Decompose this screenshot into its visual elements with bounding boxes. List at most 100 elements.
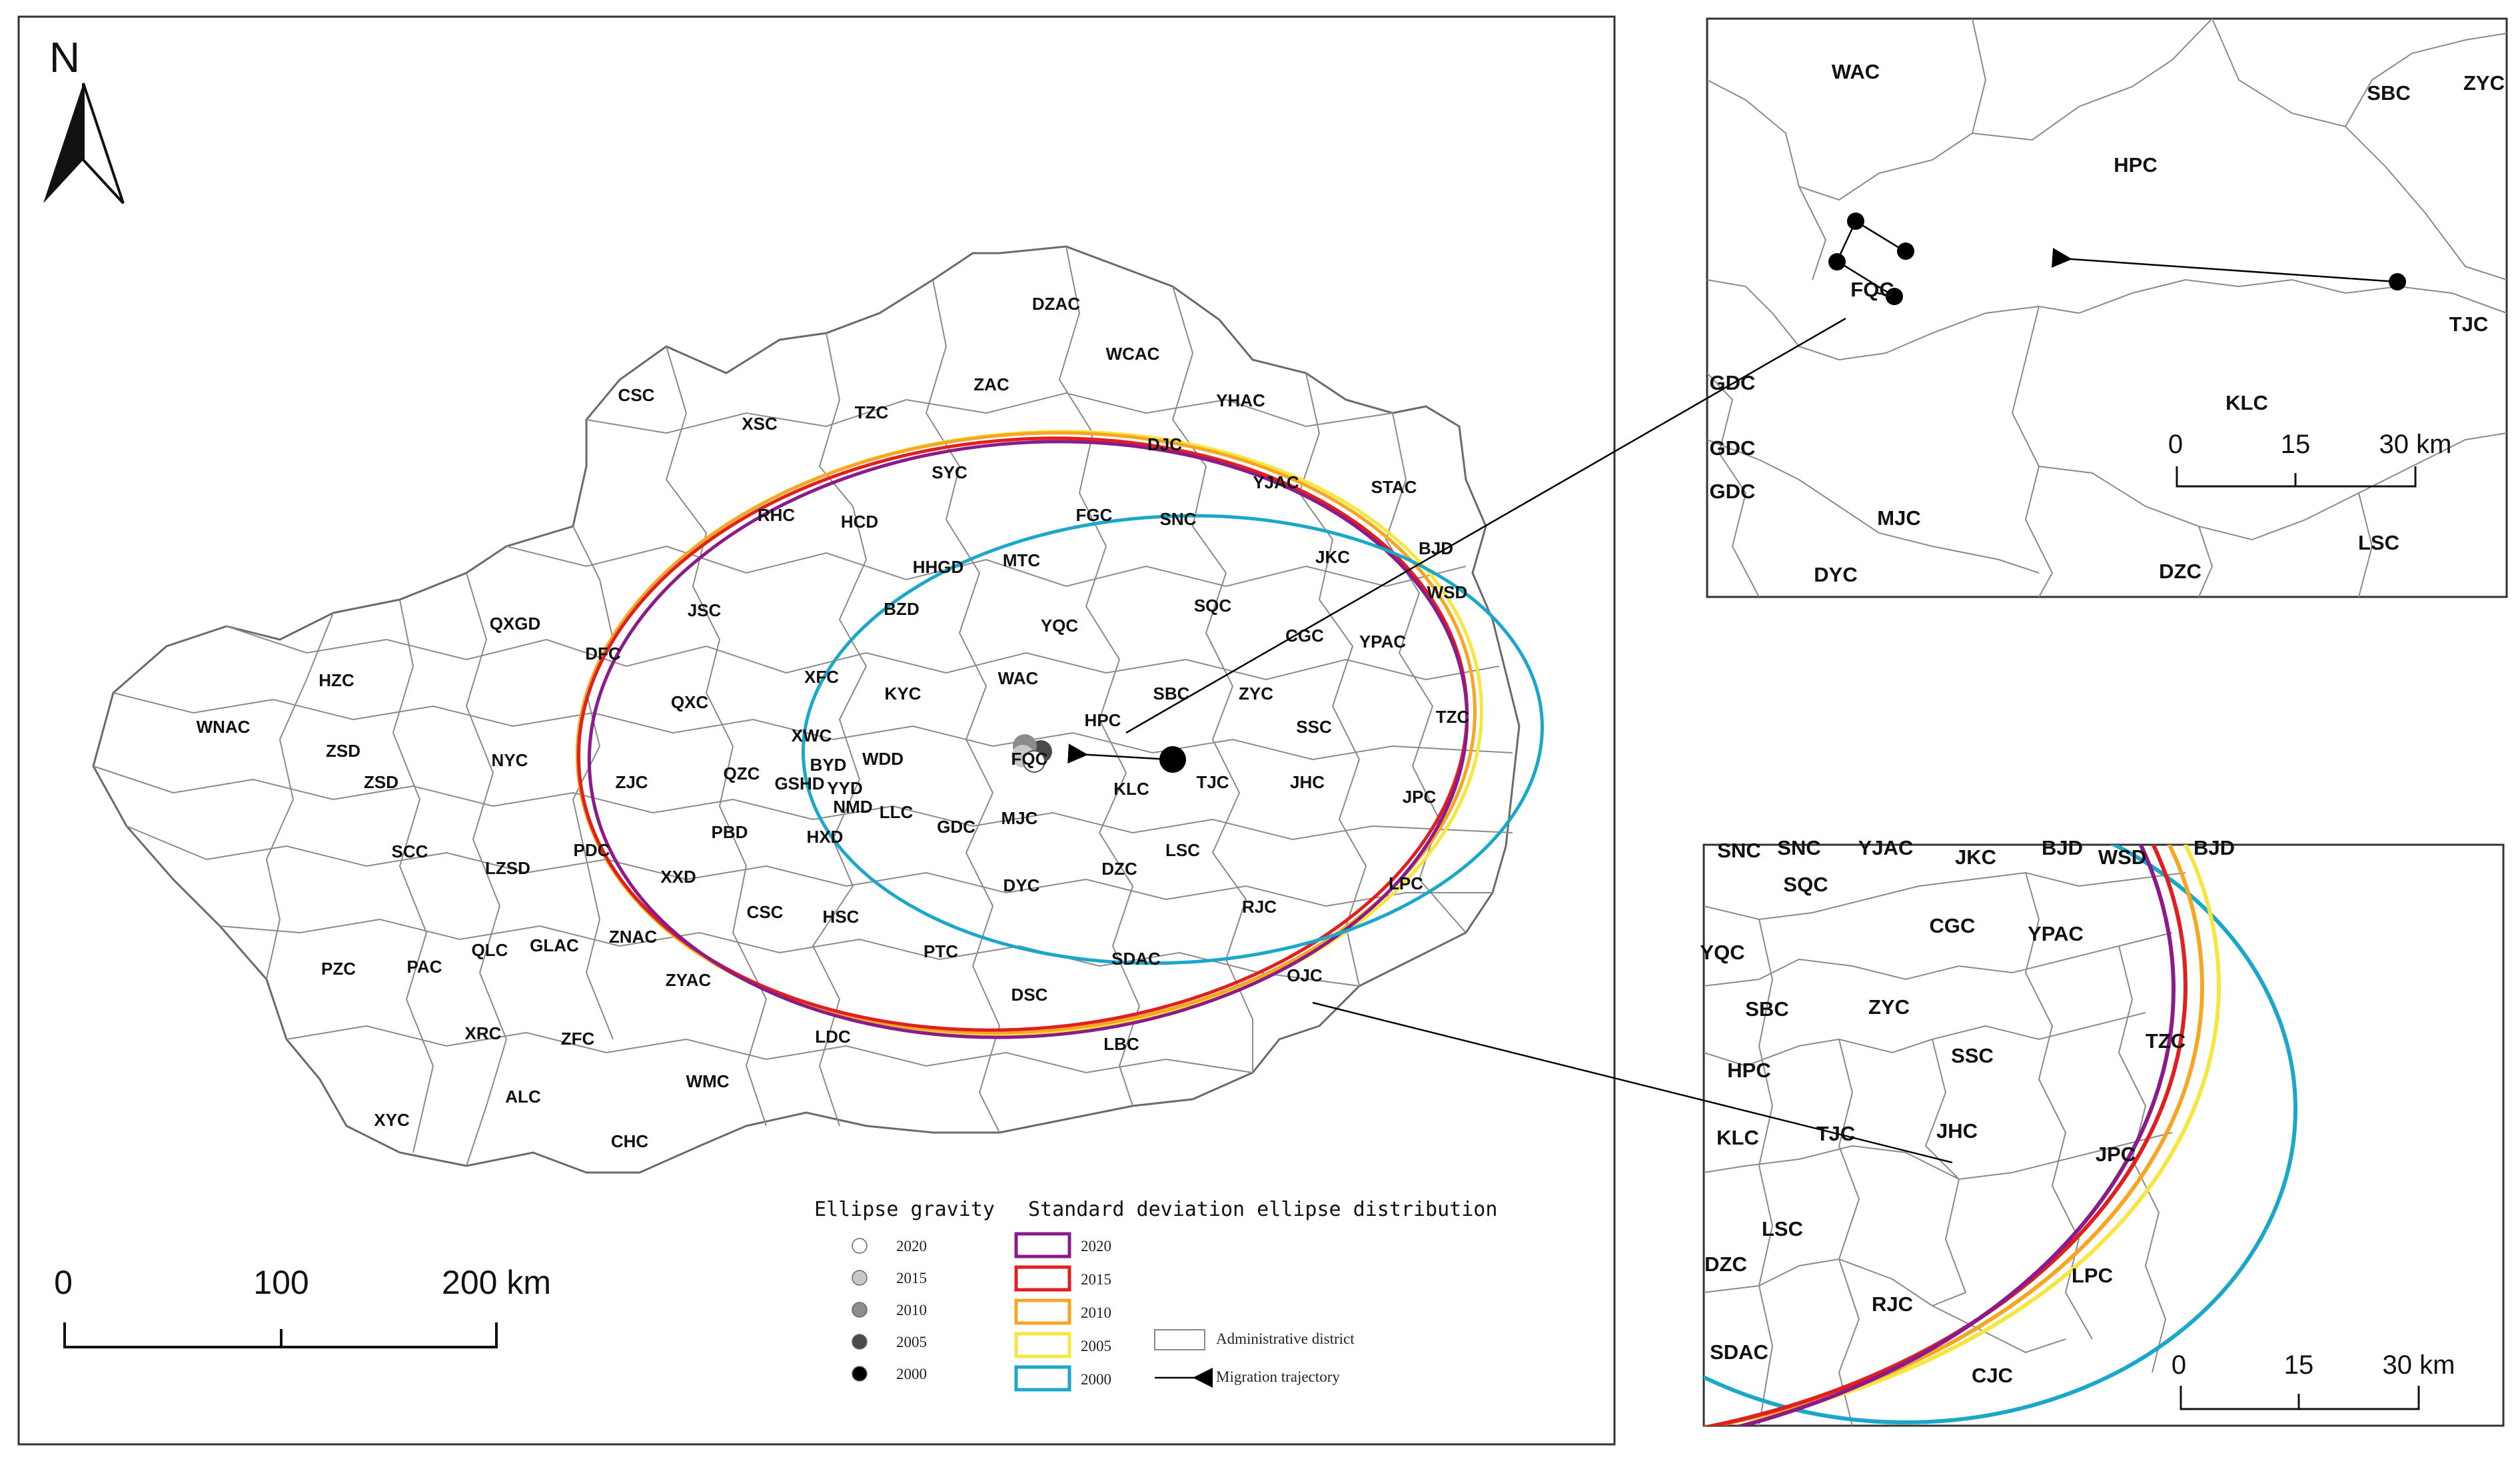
district-label-dzac: DZAC — [1032, 294, 1080, 314]
district-label-tjc: TJC — [1196, 772, 1229, 792]
district-label-byd: BYD — [810, 755, 847, 775]
inset-gravity-2010 — [1847, 213, 1864, 230]
district-label-xxd: XXD — [660, 867, 696, 887]
district-label-fqc: FQC — [1011, 749, 1048, 769]
inset-top-label-fqc: FQC — [1850, 278, 1894, 301]
district-label-dsc: DSC — [1011, 985, 1048, 1005]
district-label-xfc: XFC — [804, 667, 839, 687]
inset-top-scale-tick-0: 0 — [2168, 430, 2183, 459]
inset-bottom-label-snc: SNC — [1717, 839, 1760, 862]
district-label-alc: ALC — [505, 1087, 541, 1107]
inset-bottom-scale-bar: 0 15 30 km — [2172, 1350, 2455, 1410]
district-label-yhac: YHAC — [1216, 390, 1265, 410]
district-label-tzc: TZC — [855, 402, 889, 422]
ellipse-2000 — [801, 514, 1545, 965]
district-label-wmc: WMC — [686, 1071, 730, 1091]
inset-bottom-districts — [1704, 871, 2186, 1426]
district-label-gdc: GDC — [937, 817, 975, 837]
inset-top-label-klc: KLC — [2225, 391, 2268, 414]
std-ellipses-inset-bottom — [1704, 845, 2297, 1426]
inset-top-districts — [1707, 19, 2507, 597]
inset-ellipse-2005 — [1704, 845, 2221, 1426]
inset-bottom-label-dzc: DZC — [1704, 1252, 1747, 1276]
legend-ellipse-swatch-2005 — [1014, 1332, 1071, 1358]
district-label-csc: CSC — [747, 902, 784, 922]
inset-ellipse-2015 — [1704, 845, 2188, 1426]
district-label-jsc: JSC — [688, 600, 722, 620]
north-arrow-icon — [43, 83, 83, 203]
legend-title-ellipse: Standard deviation ellipse distribution — [1028, 1198, 1497, 1221]
district-label-rjc: RJC — [1242, 897, 1277, 917]
inset-bottom-scale-tick-1: 15 — [2284, 1350, 2314, 1380]
inset-bottom-label-yjac: YJAC — [1858, 836, 1914, 859]
legend-ellipse-swatch-2015 — [1014, 1265, 1071, 1292]
inset-bottom-label-bjd: BJD — [2042, 836, 2083, 859]
inset-top-trajectory — [1828, 213, 2406, 305]
legend: Ellipse gravity Standard deviation ellip… — [814, 1198, 1497, 1392]
inset-bottom-label-bjd: BJD — [2194, 836, 2235, 859]
inset-top-label-sbc: SBC — [2367, 81, 2410, 105]
district-label-mjc: MJC — [1001, 808, 1038, 828]
district-label-wsd: WSD — [1427, 582, 1468, 602]
inset-bottom-label-yqc: YQC — [1700, 941, 1744, 964]
legend-ellipse-label-2010: 2010 — [1081, 1304, 1111, 1321]
district-label-znac: ZNAC — [609, 927, 657, 947]
district-label-yqc: YQC — [1041, 616, 1079, 636]
legend-gravity-swatch-2010 — [852, 1302, 868, 1318]
inset-bottom-label-sdac: SDAC — [1710, 1340, 1768, 1364]
district-label-sbc: SBC — [1153, 684, 1190, 704]
legend-admin-label: Administrative district — [1216, 1330, 1355, 1347]
main-scale-tick-0: 0 — [54, 1264, 73, 1301]
ellipse-2020 — [587, 440, 1469, 1039]
legend-trajectory-label: Migration trajectory — [1216, 1368, 1340, 1385]
district-label-qlc: QLC — [472, 940, 508, 960]
district-label-jpc: JPC — [1403, 787, 1437, 807]
inset-bottom-label-jhc: JHC — [1936, 1119, 1978, 1143]
inset-gravity-2020 — [1886, 288, 1903, 305]
district-label-zsd: ZSD — [326, 741, 360, 761]
district-label-lbc: LBC — [1103, 1034, 1139, 1054]
district-label-nyc: NYC — [492, 750, 528, 770]
inset-bottom-scale-tick-2: 30 km — [2383, 1350, 2455, 1380]
legend-ellipse-swatch-2010 — [1014, 1298, 1071, 1325]
district-label-ojc: OJC — [1287, 965, 1323, 985]
district-label-klc: KLC — [1113, 779, 1149, 799]
inset-top-scale-tick-1: 15 — [2281, 430, 2311, 459]
inset-top-scale-bar: 0 15 30 km — [2168, 430, 2452, 488]
district-label-hxd: HXD — [807, 827, 844, 847]
legend-ellipse-label-2020: 2020 — [1081, 1238, 1111, 1254]
district-label-wcac: WCAC — [1106, 344, 1160, 364]
district-label-kyc: KYC — [885, 684, 922, 704]
inset-top-scale-tick-2: 30 km — [2379, 430, 2452, 459]
district-label-dzc: DZC — [1101, 859, 1137, 879]
study-area-outline — [92, 245, 1521, 1174]
std-ellipses-main — [575, 430, 1545, 1039]
inset-top-migration-arrow — [2051, 247, 2398, 283]
inset-bottom-label-wsd: WSD — [2098, 845, 2146, 869]
north-arrow-label: N — [49, 33, 80, 81]
inset-top-label-zyc: ZYC — [2463, 71, 2505, 95]
district-label-yjac: YJAC — [1253, 472, 1299, 492]
district-label-stac: STAC — [1371, 477, 1417, 497]
legend-gravity-label-2005: 2005 — [896, 1334, 927, 1350]
inset-bottom-frame — [1702, 843, 2505, 1427]
inset-bottom-label-jpc: JPC — [2096, 1143, 2136, 1166]
legend-gravity-swatch-2000 — [852, 1366, 868, 1382]
district-label-tzc: TZC — [1436, 707, 1470, 727]
district-label-lpc: LPC — [1389, 873, 1423, 893]
legend-title-gravity: Ellipse gravity — [814, 1198, 995, 1221]
main-map-frame — [17, 15, 1616, 1446]
legend-gravity-swatch-2020 — [852, 1238, 868, 1254]
district-label-zsd: ZSD — [364, 772, 398, 792]
inset-bottom-label-cjc: CJC — [1972, 1364, 2013, 1387]
district-label-lzsd: LZSD — [485, 858, 530, 878]
district-label-zfc: ZFC — [561, 1029, 595, 1049]
inset-top-label-wac: WAC — [1832, 60, 1880, 83]
district-label-llc: LLC — [880, 802, 914, 822]
district-label-bzd: BZD — [884, 599, 919, 619]
district-label-qxgd: QXGD — [490, 614, 541, 634]
legend-gravity-label-2015: 2015 — [896, 1270, 927, 1286]
